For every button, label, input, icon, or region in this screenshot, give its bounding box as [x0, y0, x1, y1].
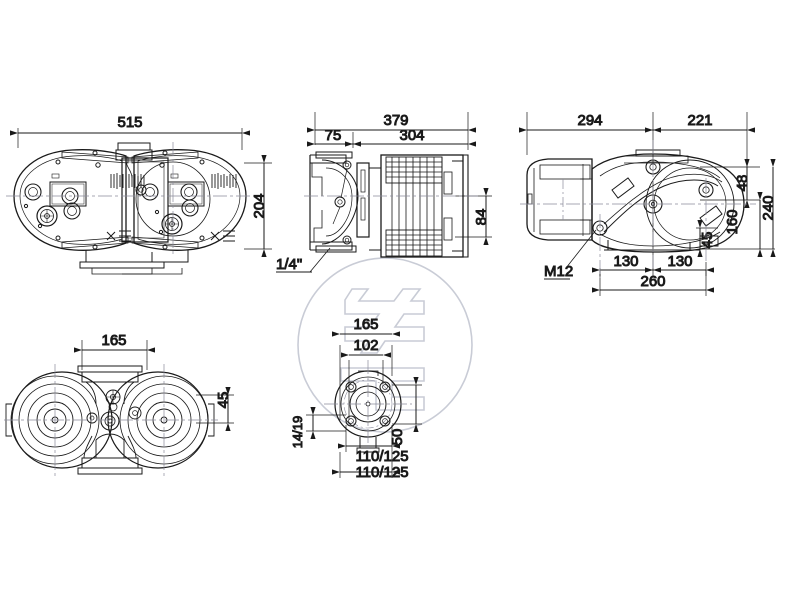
dimension-label-304: 304	[399, 127, 424, 144]
right-head-mark	[210, 230, 235, 242]
centerlines-top-left	[6, 142, 250, 256]
dimension-pcd-2	[332, 452, 400, 478]
centerlines-top-right	[520, 140, 756, 278]
dimension-label-240: 240	[760, 195, 777, 220]
centerlines-bottom-left	[4, 364, 218, 478]
view-bottom-left: 165 45	[4, 332, 234, 478]
dimension-50	[392, 377, 422, 432]
dimension-label-102: 102	[353, 337, 378, 354]
dimension-label-75: 75	[325, 127, 342, 144]
dimension-45-bottom-left	[196, 387, 234, 431]
view-top-middle: 379 304 75 84 1/4"	[276, 112, 492, 274]
dimension-label-pcd-1: 110/125	[355, 448, 408, 465]
dimension-label-48: 48	[734, 175, 751, 192]
view-top-right: 294 221 130 130 260	[519, 112, 778, 296]
view-top-left: 515 204	[6, 114, 272, 275]
dimension-label-m12: M12	[544, 263, 573, 280]
dimension-label-165-bl: 165	[101, 332, 126, 349]
dimension-label-294: 294	[577, 112, 602, 129]
dimension-label-260: 260	[640, 273, 665, 290]
dimension-label-quarter-inch: 1/4"	[276, 256, 302, 273]
dimension-label-204: 204	[251, 193, 268, 218]
dimension-14-19	[306, 407, 346, 439]
dimension-165-bottom-left	[74, 340, 155, 370]
left-head-knobs	[24, 183, 81, 227]
leader-m12	[544, 229, 597, 280]
right-head-label	[211, 173, 237, 189]
dimension-label-165-bm: 165	[353, 316, 378, 333]
dimension-160	[700, 192, 775, 257]
dimension-label-130-right: 130	[667, 253, 692, 270]
dimension-515	[10, 128, 250, 150]
dimension-label-45-bl: 45	[215, 392, 232, 409]
dimension-label-379: 379	[383, 112, 408, 129]
dimension-48	[700, 159, 760, 208]
centerlines-bottom-middle	[324, 360, 412, 450]
view-bottom-middle: 165 102 14/19 50 110/125	[290, 316, 422, 482]
dimension-260	[592, 270, 714, 296]
dimension-pcd-1	[338, 425, 400, 452]
side-motor-fins	[380, 154, 469, 258]
plan-center-body	[77, 365, 143, 475]
left-head-mark	[106, 230, 131, 242]
dimension-102	[341, 352, 391, 420]
dimension-204	[244, 155, 272, 257]
dimension-165-bottom-middle	[332, 331, 400, 420]
dimension-label-pcd-2: 110/125	[355, 464, 408, 481]
dimension-label-84: 84	[473, 209, 490, 226]
dimension-label-515: 515	[117, 114, 142, 131]
dimension-label-14-19: 14/19	[290, 416, 305, 449]
dimension-label-160: 160	[724, 209, 741, 234]
dimension-label-50: 50	[389, 429, 406, 446]
dimension-label-130-left: 130	[613, 253, 638, 270]
dimension-label-221: 221	[687, 112, 712, 129]
right-head-knobs	[141, 183, 199, 235]
